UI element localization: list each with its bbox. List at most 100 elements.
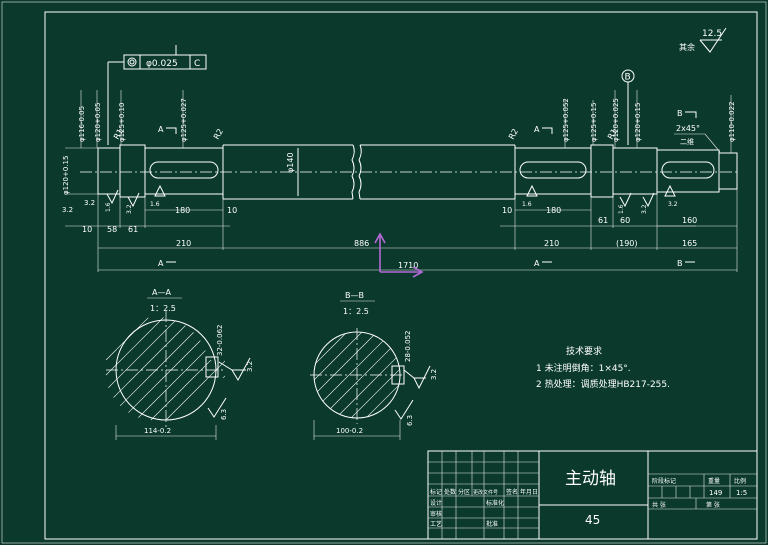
part-material: 45: [585, 513, 600, 527]
section-aa-rough2: 6.3: [220, 409, 228, 420]
rough-16c: 1.6: [522, 201, 532, 208]
rough-16b: 1.6: [150, 201, 160, 208]
tb-sheet2: 第 张: [706, 501, 720, 509]
section-bb-rough1: 3.2: [430, 369, 438, 380]
tb-mark: 标记: [430, 488, 442, 496]
tolerance-frame: φ0.025 C: [107, 45, 207, 145]
section-aa-keyway: 32-0.062: [216, 325, 224, 356]
section-bb-label: B—B: [345, 291, 364, 300]
rough-16d: 1.6: [618, 204, 625, 214]
section-a-top-left: A: [158, 125, 164, 134]
section-aa-view: A—A 1：2.5 114-0.2 32-0.062 3.2 6.3: [105, 288, 254, 440]
tb-date: 年月日: [520, 488, 538, 496]
len-58: 58: [107, 225, 117, 234]
tb-scale: 1:5: [736, 489, 747, 497]
dia-116: φ116-0.05: [78, 106, 86, 142]
tb-qty: 149: [709, 489, 722, 497]
ucs-axis-icon: [374, 232, 424, 278]
rough-32b: 3.2: [62, 206, 73, 214]
length-dimensions: 10 58 61 180 10 10 180 61 60 160 210 886…: [65, 189, 738, 272]
len-160: 160: [682, 216, 697, 225]
diameter-labels: φ120+0.15 φ116-0.05 φ120+0.05 φ125+0.10 …: [62, 90, 736, 195]
tb-sign: 签名: [506, 488, 518, 496]
section-aa-scale: 1：2.5: [150, 304, 176, 313]
len-886: 886: [354, 239, 369, 248]
len-10c: 10: [502, 206, 512, 215]
tech-req-item-2: 2 热处理：调质处理HB217-255.: [536, 378, 670, 390]
drawing-border: [44, 11, 758, 540]
len-10a: 10: [82, 225, 92, 234]
section-bb-width: 100-0.2: [336, 427, 363, 435]
title-block: 标记 处数 分区 更改文件号 签名 年月日 设计 标准化 审核 工艺 批准 主动…: [427, 450, 758, 540]
roughness-other-label: 其余: [679, 42, 695, 52]
section-markers: A A B A A B: [158, 109, 697, 268]
len-61b: 61: [598, 216, 608, 225]
section-a-bottom-left: A: [158, 259, 164, 268]
section-bb-hatch: [314, 332, 400, 418]
tb-scale-head: 比例: [734, 477, 746, 485]
section-bb-view: B—B 1：2.5 100-0.2 28-0.052 3.2 6.3: [310, 291, 438, 440]
section-aa-rough1: 3.2: [246, 361, 254, 372]
section-a-top-right: A: [534, 125, 540, 134]
section-b-top: B: [677, 109, 683, 118]
dia-120c: φ120+0.025: [612, 98, 620, 142]
dia-120d: φ120+0.15: [634, 103, 642, 142]
tb-weight: 重量: [708, 477, 720, 485]
len-180b: 180: [546, 206, 561, 215]
len-210b: 210: [544, 239, 559, 248]
dia-110: φ110-0.022: [728, 101, 736, 142]
section-a-bottom-right: A: [534, 259, 540, 268]
section-bb-scale: 1：2.5: [343, 307, 369, 316]
tb-count: 处数: [444, 488, 456, 496]
tolerance-value: φ0.025: [146, 59, 178, 69]
shaft-main-view: φ140: [80, 144, 740, 200]
rough-32c: 3.2: [84, 199, 95, 207]
len-165: 165: [682, 239, 697, 248]
dia-125d: φ125+0.15: [590, 103, 598, 142]
tb-design: 设计: [430, 499, 442, 507]
section-aa-label: A—A: [152, 288, 171, 297]
dia-120b-left: φ120+0.05: [94, 103, 102, 142]
datum-b-marker: B: [621, 69, 635, 145]
dia-125b: φ125+0.027: [180, 98, 188, 142]
rough-16a: 1.6: [105, 202, 112, 212]
part-title: 主动轴: [565, 469, 616, 489]
section-b-bottom: B: [677, 259, 683, 268]
tolerance-datum: C: [194, 59, 200, 69]
len-60: 60: [620, 216, 630, 225]
radius-r2-left: R2: [212, 127, 225, 141]
technical-requirements: 技术要求 1 未注明倒角：1×45°. 2 热处理：调质处理HB217-255.: [536, 345, 670, 390]
rough-32e: 3.2: [668, 201, 678, 208]
dia-125a: φ125+0.10: [118, 103, 126, 142]
tb-stage: 阶段标记: [652, 477, 676, 485]
dia-120-left: φ120+0.15: [62, 156, 70, 195]
radius-r2-right: R2: [507, 127, 520, 141]
len-180a: 180: [175, 206, 190, 215]
datum-b-letter: B: [625, 73, 631, 83]
roughness-other-value: 12.5: [702, 29, 722, 39]
len-210a: 210: [176, 239, 191, 248]
tb-zone: 分区: [458, 488, 470, 496]
tb-sheet: 共 张: [652, 501, 666, 509]
bore-note: 二维: [680, 137, 694, 146]
main-roughness-symbols: 1.6 3.2 1.6 1.6 1.6 3.2 3.2 3.2 3.2: [62, 184, 678, 214]
section-aa-width: 114-0.2: [144, 427, 171, 435]
len-190: (190): [616, 239, 638, 248]
rough-32d: 3.2: [641, 204, 648, 214]
dia-125c: φ125+0.052: [562, 98, 570, 142]
tech-req-heading: 技术要求: [566, 345, 602, 357]
diameter-140: φ140: [286, 152, 295, 173]
len-10b: 10: [227, 206, 237, 215]
tb-change-doc: 更改文件号: [473, 489, 498, 496]
tb-standard: 标准化: [486, 499, 504, 507]
tb-process: 工艺: [430, 520, 442, 528]
section-bb-keyway: 28-0.052: [404, 331, 412, 362]
rough-32a: 3.2: [126, 204, 133, 214]
len-1710: 1710: [398, 261, 418, 270]
section-bb-rough2: 6.3: [406, 415, 414, 426]
tb-review: 审核: [430, 510, 442, 518]
roughness-other-mark: 其余 12.5: [679, 27, 727, 53]
